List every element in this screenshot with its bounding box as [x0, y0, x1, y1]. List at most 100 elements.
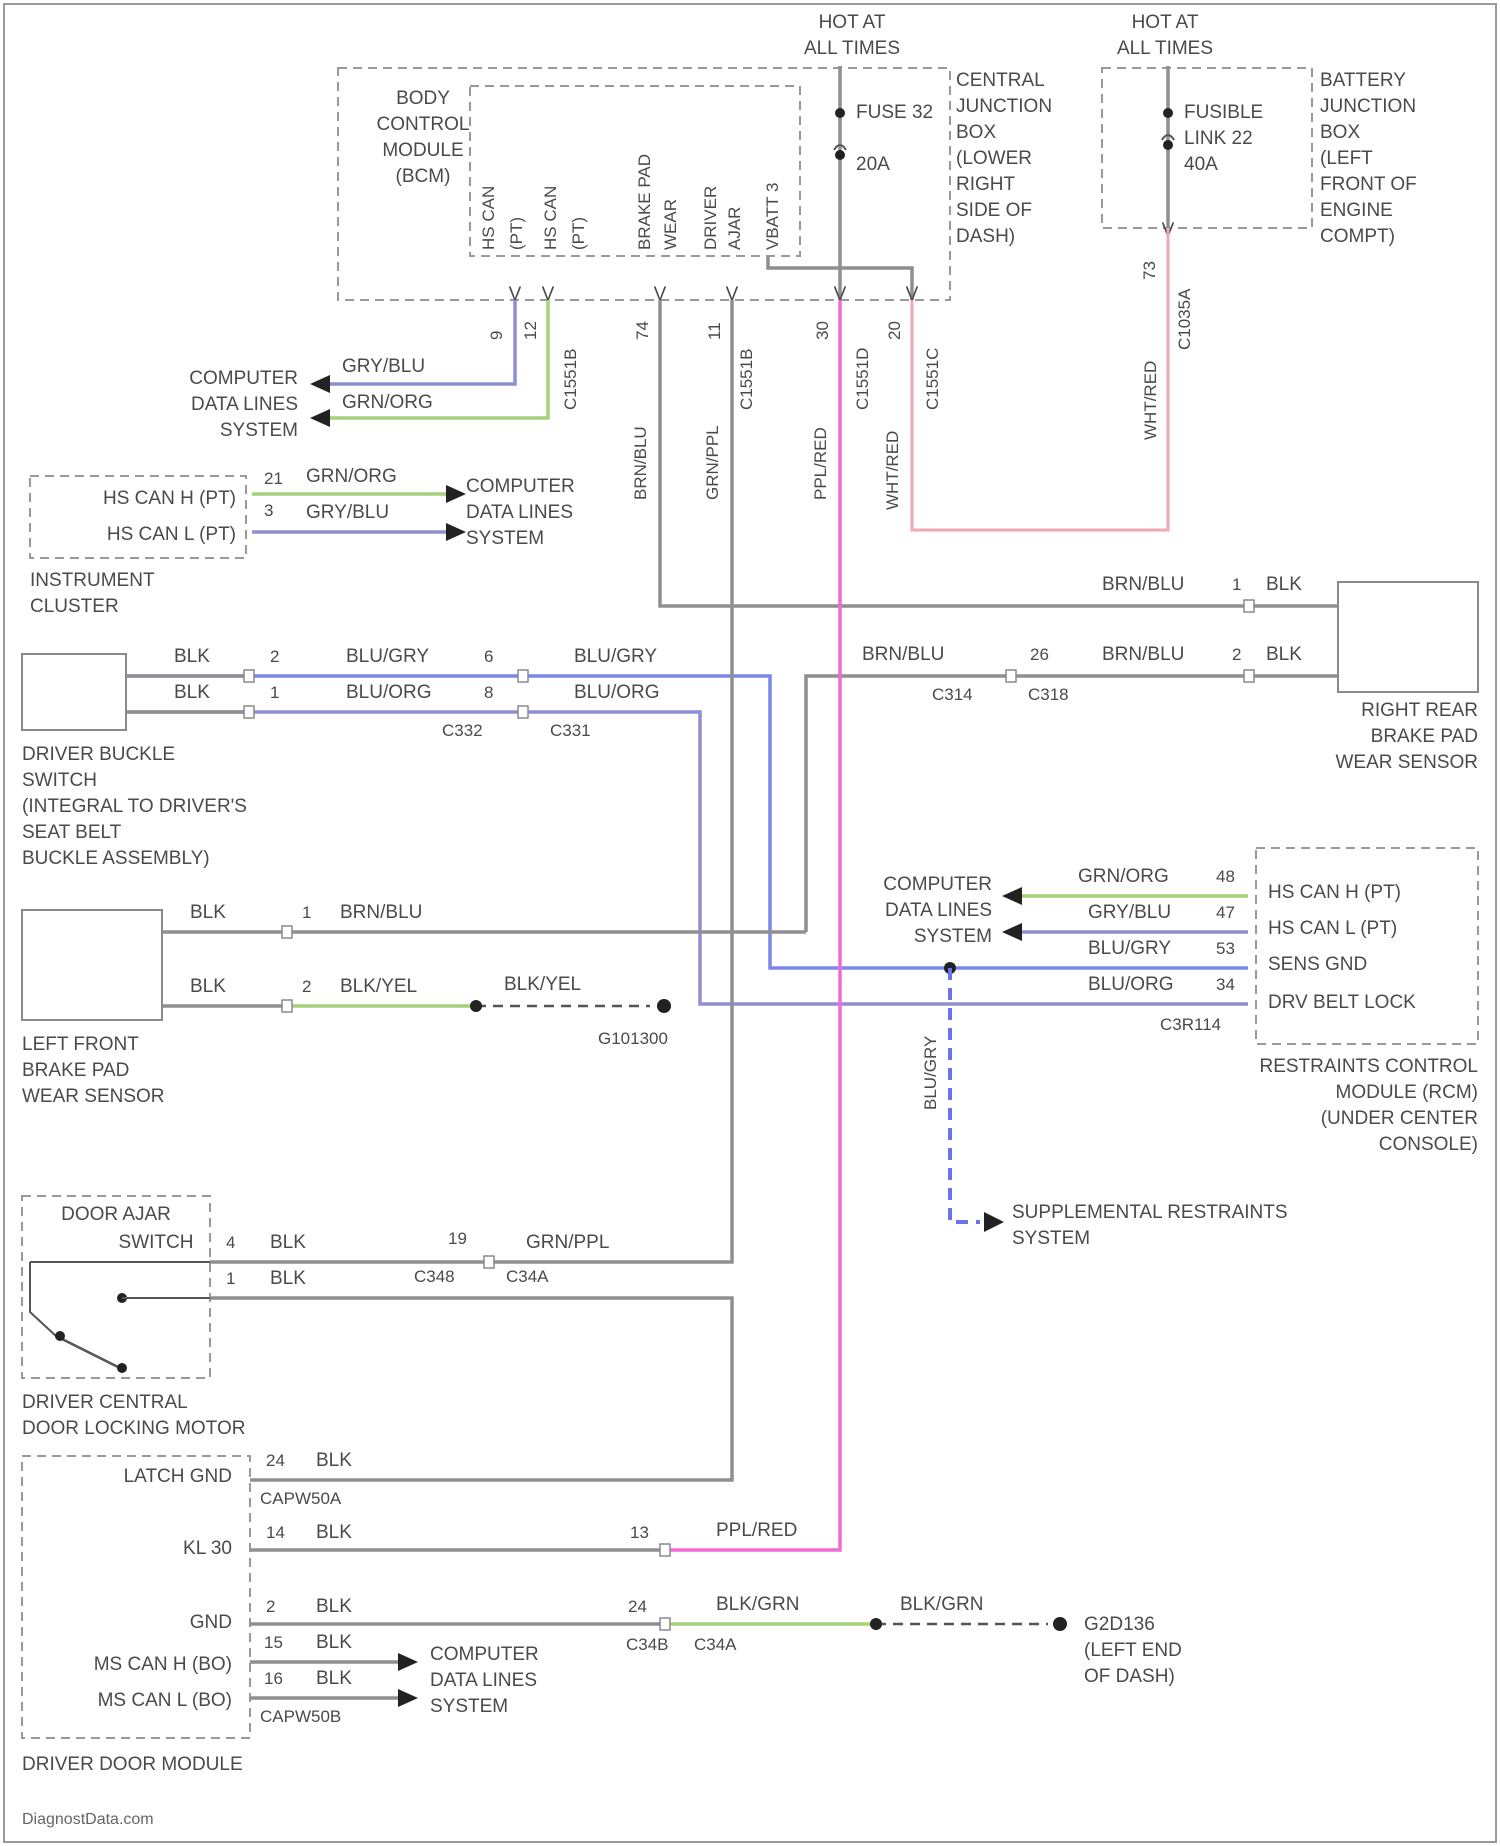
arrow-ms-can-l	[398, 1689, 418, 1707]
daj-switch-node-1	[55, 1331, 65, 1341]
bcm-pin-num-9: 9	[487, 331, 506, 340]
bcm-pin-hscan-2: HS CAN	[541, 186, 560, 250]
rr-label-1: RIGHT REAR	[1361, 700, 1478, 721]
fusible-top-node	[1163, 108, 1173, 118]
bcm-pin-num-30: 30	[813, 321, 832, 340]
rr-pin-1: 1	[1232, 575, 1241, 594]
fusible-bottom-node	[1163, 140, 1173, 150]
bcm-label-1: BODY	[396, 88, 450, 109]
dbs-wire-blugry-1: BLU/GRY	[346, 646, 429, 667]
rcm-pin-num-47: 47	[1216, 903, 1235, 922]
ddm-conn-c34b: C34B	[626, 1635, 669, 1654]
rcm-conn: C3R114	[1160, 1015, 1221, 1034]
dbs-blk-label-2: BLK	[174, 682, 210, 703]
wire-brn-blu-v: BRN/BLU	[631, 426, 650, 500]
dbs-sens-gnd-wire	[126, 676, 1248, 968]
rr-blk-2: BLK	[1266, 644, 1302, 665]
bcm-label-4: (BCM)	[396, 166, 451, 187]
driver-ajar-wire	[210, 300, 732, 1262]
lf-pin-1: 1	[302, 903, 311, 922]
ddm-pin-latch: LATCH GND	[124, 1466, 232, 1487]
arrow-ms-can-h	[398, 1653, 418, 1671]
cjb-label-5: RIGHT	[956, 174, 1016, 195]
dbs-label-3: (INTEGRAL TO DRIVER'S	[22, 796, 247, 817]
ddm-blk-3: BLK	[316, 1596, 352, 1617]
rcm-wire-bluorg: BLU/ORG	[1088, 974, 1174, 995]
ddm-pin-ms-l: MS CAN L (BO)	[98, 1690, 232, 1711]
srs-wire-label: BLU/GRY	[921, 1036, 940, 1110]
bcm-pin-ajar: AJAR	[725, 207, 744, 250]
rr-conn-mark-3	[1006, 670, 1016, 682]
wire-grn-ppl-v: GRN/PPL	[703, 425, 722, 500]
rr-label-3: WEAR SENSOR	[1335, 752, 1478, 773]
wire-gry-blu-1: GRY/BLU	[342, 356, 425, 377]
daj-switch-arm	[30, 1262, 56, 1336]
ddm-ground-3: OF DASH)	[1084, 1666, 1175, 1687]
ddm-blk-5: BLK	[316, 1668, 352, 1689]
ddm-conn-c34a: C34A	[694, 1635, 737, 1654]
dbs-conn-mark-2	[244, 706, 254, 718]
bcm-pin-pt-1: (PT)	[507, 217, 526, 250]
bjb-conn: C1035A	[1175, 288, 1194, 350]
bcm-pin-wear: WEAR	[661, 199, 680, 250]
dbs-wire-blugry-2: BLU/GRY	[574, 646, 657, 667]
arrow-bcm-can-h	[310, 409, 330, 427]
rcm-outline	[1256, 848, 1478, 1044]
rr-wire-label-1: BRN/BLU	[1102, 574, 1184, 595]
ic-pin-l: HS CAN L (PT)	[107, 524, 236, 545]
daj-conn-c348: C348	[414, 1267, 455, 1286]
lf-label-2: BRAKE PAD	[22, 1060, 129, 1081]
arrow-rcm-can-l	[1002, 923, 1022, 941]
cjb-label-1: CENTRAL	[956, 70, 1045, 91]
ddm-pin-num-24b: 24	[628, 1597, 647, 1616]
cdl-a-3: SYSTEM	[220, 420, 298, 441]
daj-blk-1: BLK	[270, 1232, 306, 1253]
dbs-wire-bluorg-2: BLU/ORG	[574, 682, 660, 703]
bcm-conn-d: C1551C	[923, 348, 942, 410]
bcm-pin-brake-pad: BRAKE PAD	[635, 154, 654, 250]
daj-pin-1: 1	[226, 1269, 235, 1288]
cjb-label-3: BOX	[956, 122, 996, 143]
wire-grn-org-1: GRN/ORG	[342, 392, 433, 413]
bcm-pin-hscan-1: HS CAN	[479, 186, 498, 250]
daj-label-2: SWITCH	[119, 1232, 194, 1253]
cjb-label-4: (LOWER	[956, 148, 1032, 169]
daj-pin-4: 4	[226, 1233, 235, 1252]
dbs-pin-2: 2	[270, 647, 279, 666]
rcm-wire-blugry: BLU/GRY	[1088, 938, 1171, 959]
rcm-label-1: RESTRAINTS CONTROL	[1259, 1056, 1478, 1077]
bjb-label-6: ENGINE	[1320, 200, 1393, 221]
ic-pin-num-3: 3	[264, 501, 273, 520]
lf-label-1: LEFT FRONT	[22, 1034, 139, 1055]
wire-wht-red-v: WHT/RED	[883, 431, 902, 510]
cdl-b-1: COMPUTER	[466, 476, 575, 497]
dbs-pin-6: 6	[484, 647, 493, 666]
ddm-label: DRIVER DOOR MODULE	[22, 1754, 243, 1775]
daj-switch-contact	[56, 1336, 120, 1368]
fusible-amp: 40A	[1184, 154, 1218, 175]
ic-pin-h: HS CAN H (PT)	[103, 488, 236, 509]
ddm-pin-num-13: 13	[630, 1523, 649, 1542]
daj-conn-c34a: C34A	[506, 1267, 549, 1286]
bcm-pin-num-12: 12	[521, 321, 540, 340]
latch-gnd-wire	[210, 1298, 732, 1480]
motor-label-1: DRIVER CENTRAL	[22, 1392, 188, 1413]
ddm-blk-2: BLK	[316, 1522, 352, 1543]
rcm-pin-num-48: 48	[1216, 867, 1235, 886]
arrow-srs	[984, 1212, 1004, 1232]
cdl-c-3: SYSTEM	[914, 926, 992, 947]
motor-label-2: DOOR LOCKING MOTOR	[22, 1418, 245, 1439]
rcm-wire-grybl: GRY/BLU	[1088, 902, 1171, 923]
ddm-pin-num-2: 2	[266, 1597, 275, 1616]
dbs-conn-mark-3	[518, 670, 528, 682]
dbs-pin-1: 1	[270, 683, 279, 702]
ddm-wire-blkgrn-2: BLK/GRN	[900, 1594, 983, 1615]
ddm-pin-num-15: 15	[264, 1633, 283, 1652]
hot-right-1: HOT AT	[1132, 12, 1199, 33]
dbs-wire-bluorg-1: BLU/ORG	[346, 682, 432, 703]
rcm-label-4: CONSOLE)	[1379, 1134, 1478, 1155]
gnd-conn-mark	[660, 1618, 670, 1630]
rr-conn-mark-2	[1244, 670, 1254, 682]
